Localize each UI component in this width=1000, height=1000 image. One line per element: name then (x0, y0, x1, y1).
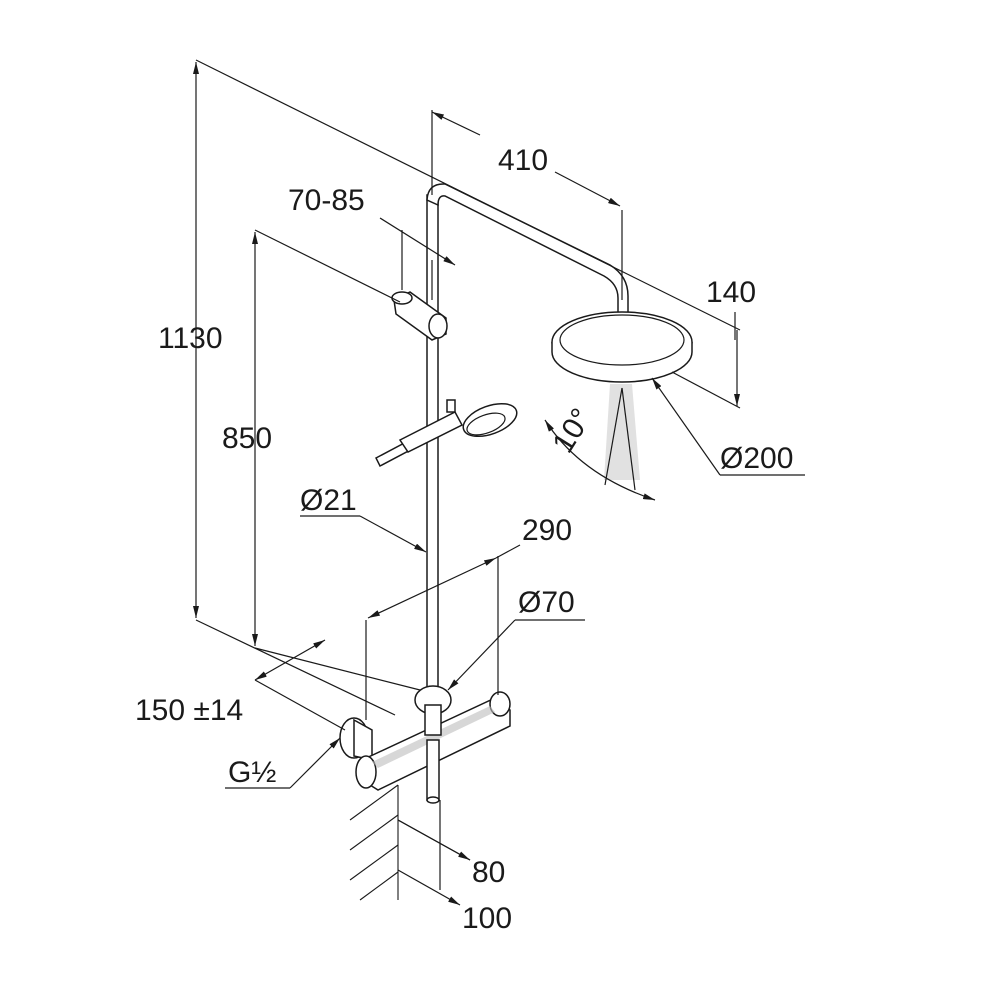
hand-shower (375, 399, 518, 468)
label-mixer-width: 290 (522, 514, 572, 547)
label-rail-height: 850 (222, 422, 272, 455)
thermostatic-mixer (339, 685, 511, 804)
label-holder-adjust: 70-85 (288, 184, 365, 217)
label-wall-offset-outer: 100 (462, 902, 512, 935)
label-head-diameter: Ø200 (720, 442, 793, 475)
dimension-lines (193, 59, 805, 906)
label-total-height: 1130 (158, 322, 223, 355)
wall-hatching (349, 784, 399, 901)
label-mixer-diameter: Ø70 (518, 586, 575, 619)
dimension-labels: 1130 850 410 70-85 140 Ø200 10° Ø21 290 … (135, 144, 793, 935)
label-thread-size: G½ (228, 756, 276, 789)
label-arm-length: 410 (498, 144, 548, 177)
label-connection-spacing: 150 ±14 (135, 694, 243, 727)
shower-rail (426, 183, 629, 741)
label-wall-offset-inner: 80 (472, 856, 505, 889)
label-head-offset: 140 (706, 276, 756, 309)
label-rail-diameter: Ø21 (300, 484, 357, 517)
label-tilt-angle: 10° (546, 403, 598, 459)
